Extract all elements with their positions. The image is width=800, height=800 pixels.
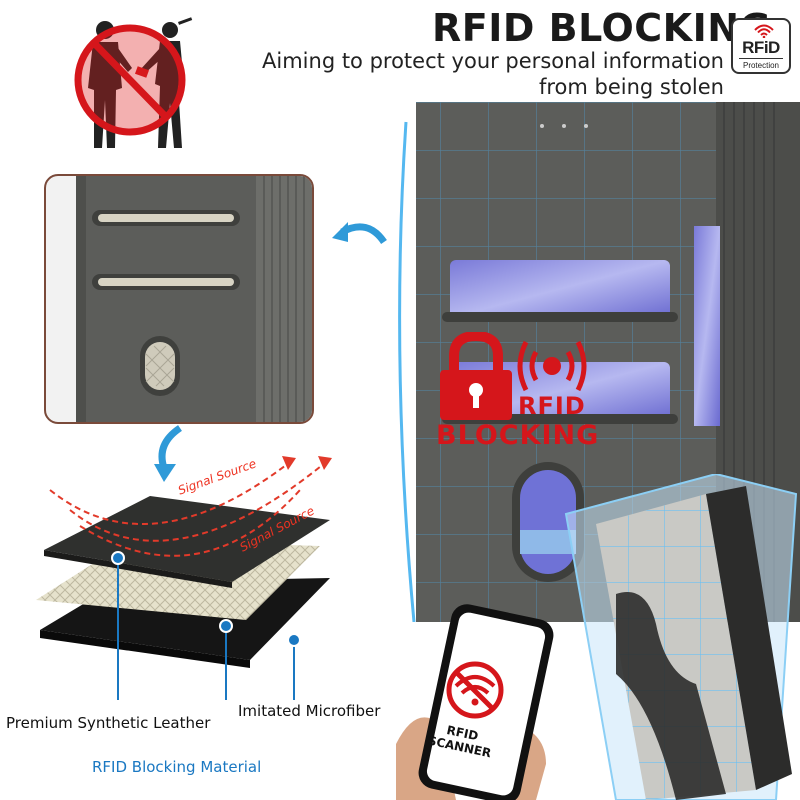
wifi-signal-icon bbox=[517, 340, 587, 392]
badge-subtitle: Protection bbox=[739, 58, 783, 70]
layer-label-leather: Premium Synthetic Leather bbox=[6, 714, 211, 732]
page-subtitle: Aiming to protect your personal informat… bbox=[262, 48, 724, 100]
subtitle-line-2: from being stolen bbox=[538, 75, 724, 99]
people-thief-icon bbox=[74, 17, 193, 148]
badge-title: RFiD bbox=[742, 38, 780, 57]
curved-arrow-icon bbox=[332, 222, 387, 245]
card-slot-closeup bbox=[76, 176, 312, 422]
page-title: RFID BLOCKING bbox=[432, 6, 772, 50]
curved-arrow-icon bbox=[154, 425, 183, 482]
subtitle-line-1: Aiming to protect your personal informat… bbox=[262, 49, 724, 73]
closed-wallet-image bbox=[564, 474, 798, 800]
rfid-protection-badge: RFiD Protection bbox=[731, 18, 791, 74]
layer-label-blocking: RFID Blocking Material bbox=[92, 758, 262, 776]
wifi-signal-icon bbox=[754, 24, 774, 38]
layer-label-microfiber: Imitated Microfiber bbox=[238, 702, 381, 720]
wifi-blocked-icon bbox=[446, 661, 504, 719]
prohibited-icon bbox=[74, 24, 186, 136]
zoom-detail-frame bbox=[44, 174, 314, 424]
layer-stack-diagram bbox=[36, 456, 332, 700]
overlay-rfid-text: RFID bbox=[518, 392, 586, 420]
overlay-blocking-text: BLOCKING bbox=[436, 420, 600, 451]
padlock-icon bbox=[440, 332, 512, 420]
